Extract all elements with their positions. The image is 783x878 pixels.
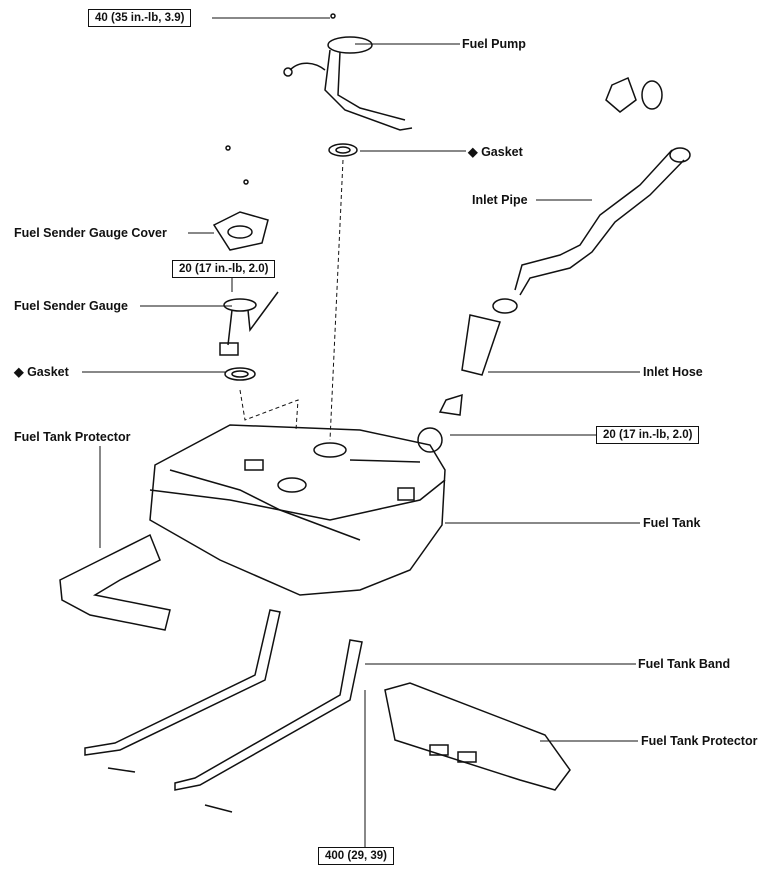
- label-fuel-tank-protector-left: Fuel Tank Protector: [14, 430, 131, 444]
- torque-spec-band-bolt: 400 (29, 39): [318, 847, 395, 865]
- label-inlet-pipe: Inlet Pipe: [472, 193, 528, 207]
- label-sender-gauge-cover: Fuel Sender Gauge Cover: [14, 226, 167, 240]
- label-fuel-tank-protector-right: Fuel Tank Protector: [641, 734, 758, 748]
- label-sender-gauge: Fuel Sender Gauge: [14, 299, 128, 313]
- torque-spec-filler-bolt: 20 (17 in.-lb, 2.0): [596, 426, 700, 444]
- label-inlet-hose: Inlet Hose: [643, 365, 703, 379]
- label-gasket-sender: ◆ Gasket: [14, 365, 69, 379]
- tank-bands-drawing: [84, 609, 363, 813]
- leader-lines: [82, 17, 640, 847]
- label-fuel-pump: Fuel Pump: [462, 37, 526, 51]
- label-fuel-tank: Fuel Tank: [643, 516, 701, 530]
- sender-gauge-drawing: [212, 145, 279, 381]
- torque-spec-sender-bolt: 20 (17 in.-lb, 2.0): [172, 260, 276, 278]
- fuel-tank-drawing: [149, 424, 446, 596]
- tank-protectors-drawing: [59, 533, 571, 791]
- fuel-pump-drawing: [283, 13, 413, 157]
- torque-spec-pump-bolt: 40 (35 in.-lb, 3.9): [88, 9, 192, 27]
- label-gasket-pump: ◆ Gasket: [468, 145, 523, 159]
- label-fuel-tank-band: Fuel Tank Band: [638, 657, 731, 671]
- inlet-pipe-drawing: [417, 76, 691, 453]
